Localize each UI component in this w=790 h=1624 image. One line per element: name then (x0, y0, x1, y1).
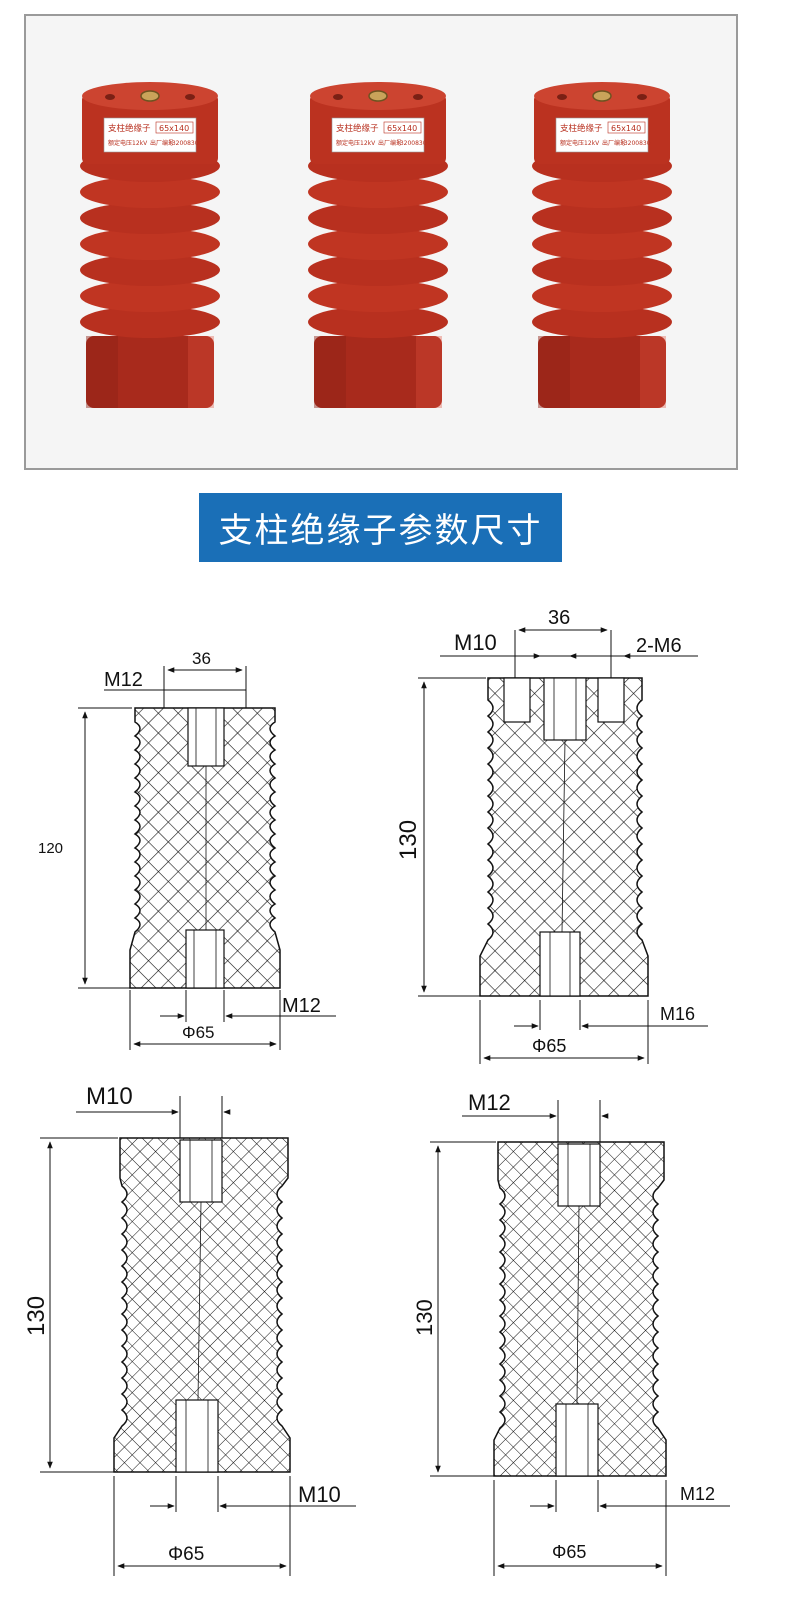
top-spacing-label: 36 (192, 649, 211, 668)
drawing-insulator-120: 120 36 M12 Φ65 M12 (38, 649, 336, 1050)
diameter-label: Φ65 (168, 1544, 204, 1565)
diameter-label: Φ65 (182, 1023, 214, 1042)
svg-text:支柱绝缘子: 支柱绝缘子 (108, 123, 151, 134)
diameter-label: Φ65 (552, 1542, 586, 1562)
photo-label-2: 支柱绝缘子 65x140 额定电压12kV 出厂编号 33200830 (331, 117, 427, 153)
height-label: 120 (38, 840, 63, 857)
height-label: 130 (23, 1296, 50, 1336)
svg-text:额定电压12kV: 额定电压12kV (336, 139, 376, 147)
height-label: 130 (412, 1299, 437, 1336)
bottom-thread-label: M12 (680, 1484, 715, 1504)
top-thread-label: M12 (468, 1090, 511, 1115)
svg-text:33200830: 33200830 (620, 140, 651, 147)
top-thread-label: M10 (86, 1083, 133, 1110)
diameter-label: Φ65 (532, 1036, 566, 1056)
svg-text:65x140: 65x140 (611, 124, 641, 133)
top-thread-label: M12 (104, 669, 143, 691)
photo-label-3: 支柱绝缘子 65x140 额定电压12kV 出厂编号 33200830 (555, 117, 651, 153)
section-title: 支柱绝缘子参数尺寸 (218, 511, 543, 551)
bottom-thread-label: M16 (660, 1004, 695, 1024)
height-label: 130 (395, 820, 422, 860)
section-title-banner: 支柱绝缘子参数尺寸 (199, 493, 562, 562)
top-thread-label: M10 (454, 630, 497, 655)
svg-text:出厂编号: 出厂编号 (602, 139, 626, 147)
svg-text:33200830: 33200830 (168, 140, 199, 147)
drawing-insulator-130-c: 130 M12 Φ65 M12 (412, 1090, 730, 1576)
drawing-insulator-130-b: 130 M10 Φ65 M10 (23, 1083, 356, 1576)
svg-text:65x140: 65x140 (159, 124, 189, 133)
svg-text:额定电压12kV: 额定电压12kV (108, 139, 148, 147)
svg-text:65x140: 65x140 (387, 124, 417, 133)
side-holes-label: 2-M6 (636, 635, 682, 657)
bottom-thread-label: M12 (282, 995, 321, 1017)
drawing-insulator-130-a: 130 36 M10 2-M6 Φ65 M16 (395, 607, 708, 1064)
svg-text:出厂编号: 出厂编号 (150, 139, 174, 147)
bottom-thread-label: M10 (298, 1482, 341, 1507)
photo-label-1: 支柱绝缘子 65x140 额定电压12kV 出厂编号 33200830 (103, 117, 199, 153)
svg-text:出厂编号: 出厂编号 (378, 139, 402, 147)
svg-text:支柱绝缘子: 支柱绝缘子 (560, 123, 603, 134)
svg-text:额定电压12kV: 额定电压12kV (560, 139, 600, 147)
svg-text:33200830: 33200830 (396, 140, 427, 147)
top-spacing-label: 36 (548, 607, 570, 629)
svg-text:支柱绝缘子: 支柱绝缘子 (336, 123, 379, 134)
